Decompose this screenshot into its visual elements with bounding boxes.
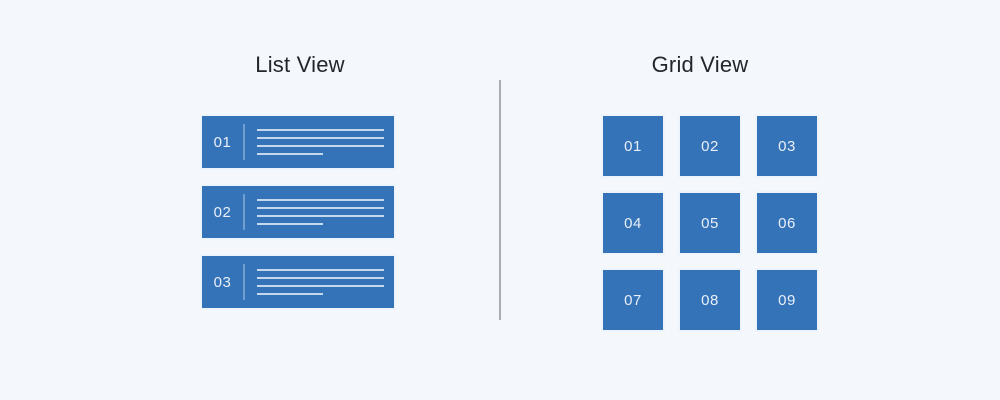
placeholder-line [257, 137, 384, 139]
placeholder-line [257, 145, 384, 147]
placeholder-line [257, 223, 324, 225]
list-item-text-placeholder [245, 269, 394, 295]
placeholder-line [257, 129, 384, 131]
grid-cell[interactable]: 01 [603, 116, 663, 176]
list-item[interactable]: 02 [202, 186, 394, 238]
grid-cell[interactable]: 08 [680, 270, 740, 330]
grid-cell[interactable]: 05 [680, 193, 740, 253]
grid-cell[interactable]: 03 [757, 116, 817, 176]
grid-cell[interactable]: 02 [680, 116, 740, 176]
list-item-number: 03 [213, 273, 232, 291]
list-item-text-placeholder [245, 199, 394, 225]
grid-cell[interactable]: 09 [757, 270, 817, 330]
list-item-divider [243, 194, 245, 230]
list-item-number: 02 [213, 203, 232, 221]
list-view-container: 01 02 03 [202, 116, 394, 308]
list-item-text-placeholder [245, 129, 394, 155]
grid-view-title: Grid View [651, 52, 749, 77]
placeholder-line [257, 207, 384, 209]
grid-cell[interactable]: 07 [603, 270, 663, 330]
list-item[interactable]: 01 [202, 116, 394, 168]
placeholder-line [257, 293, 324, 295]
placeholder-line [257, 153, 324, 155]
grid-cell[interactable]: 06 [757, 193, 817, 253]
grid-view-container: 01 02 03 04 05 06 07 08 09 [603, 116, 817, 330]
placeholder-line [257, 277, 384, 279]
list-item-divider [243, 264, 245, 300]
placeholder-line [257, 285, 384, 287]
list-item[interactable]: 03 [202, 256, 394, 308]
placeholder-line [257, 269, 384, 271]
grid-cell[interactable]: 04 [603, 193, 663, 253]
panel-separator-divider [499, 80, 501, 320]
list-item-number: 01 [213, 133, 232, 151]
placeholder-line [257, 199, 384, 201]
placeholder-line [257, 215, 384, 217]
list-item-divider [243, 124, 245, 160]
list-view-title: List View [255, 52, 345, 77]
